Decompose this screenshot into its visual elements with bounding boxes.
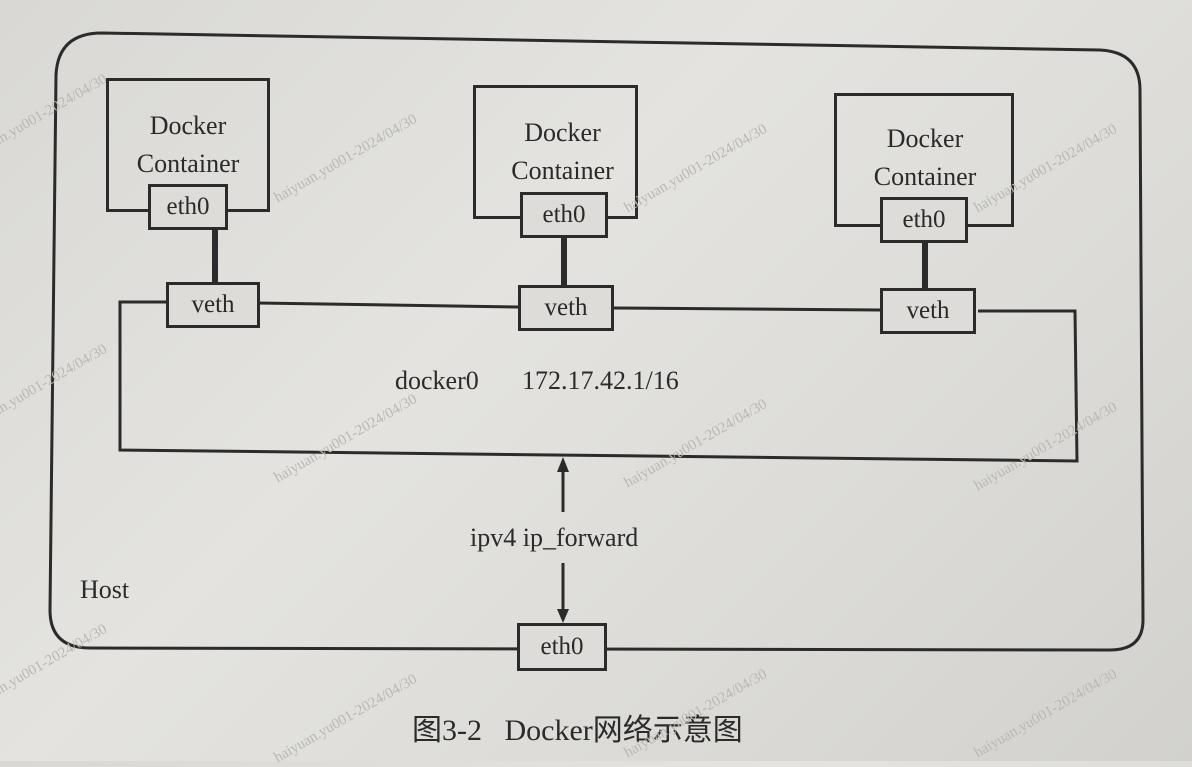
host-label: Host [80, 575, 130, 604]
bridge-address: 172.17.42.1/16 [522, 366, 679, 395]
arrow-down-head [557, 609, 569, 623]
figure-number: 图3-2 [412, 714, 482, 747]
bridge-box [118, 300, 1079, 463]
host-eth0: eth0 [517, 623, 607, 671]
container-2-eth0: eth0 [520, 192, 608, 238]
container-2-veth: veth [518, 285, 614, 331]
container-title-line1: Docker [149, 111, 227, 140]
bridge-link-1 [257, 301, 519, 309]
bridge-name: docker0 [395, 366, 479, 395]
container-title-line1: Docker [886, 124, 964, 153]
container-1-veth: veth [166, 282, 260, 328]
bridge-link-2 [612, 306, 881, 312]
container-title-line1: Docker [524, 118, 601, 147]
container-1-eth0: eth0 [148, 184, 228, 230]
container-3-eth0: eth0 [880, 197, 968, 243]
ip-forward-label: ipv4 ip_forward [470, 523, 639, 552]
arrow-up-head [557, 457, 569, 472]
container-title-line2: Container [136, 149, 240, 178]
container-3-title: Docker Container [835, 120, 1015, 196]
container-3-veth: veth [880, 288, 976, 334]
figure-title: Docker网络示意图 [504, 714, 743, 747]
container-title-line2: Container [873, 162, 977, 191]
container-2-title: Docker Container [480, 114, 645, 190]
container-title-line2: Container [511, 156, 614, 185]
figure-caption: 图3-2 Docker网络示意图 [412, 705, 743, 749]
container-1-title: Docker Container [106, 107, 270, 183]
